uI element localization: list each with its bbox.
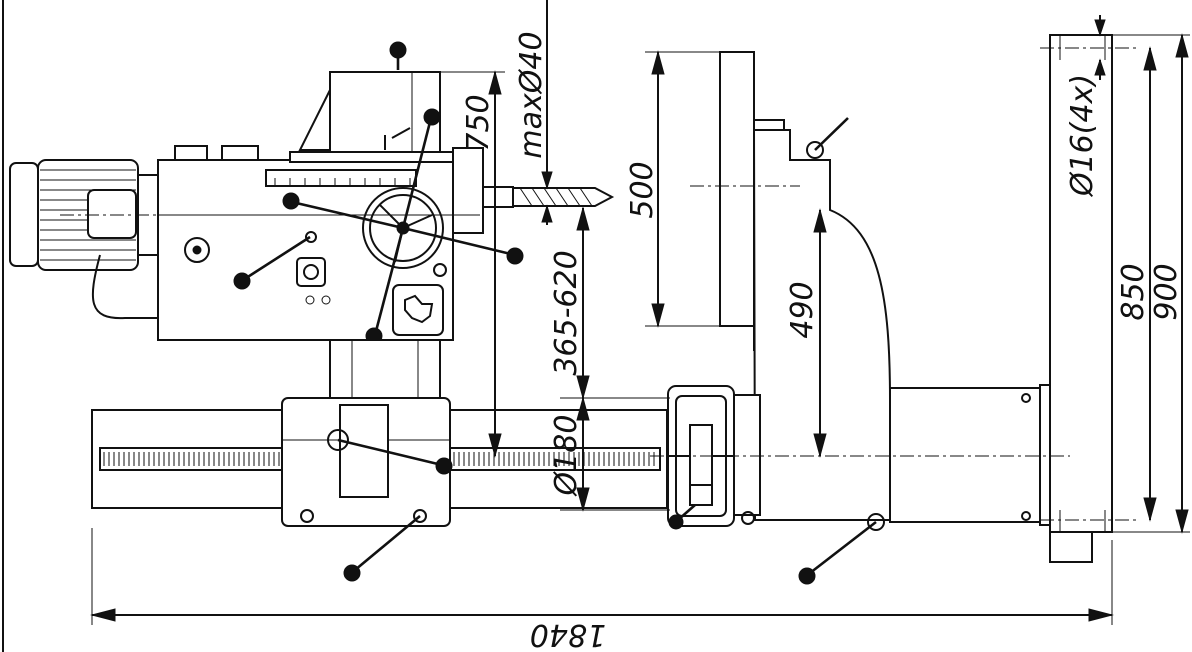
drill-head — [157, 71, 514, 341]
arm-carriage — [281, 397, 453, 582]
dim-hole-diameter: Ø16(4x) — [1065, 74, 1100, 198]
feed-handwheel — [362, 187, 444, 269]
dim-1840: 1840 — [530, 617, 606, 652]
dim-490: 490 — [785, 281, 820, 338]
base-plate — [1049, 34, 1113, 563]
base-column — [889, 384, 1056, 526]
motor — [9, 159, 168, 320]
dim-500: 500 — [625, 161, 660, 218]
center-lines — [60, 47, 1140, 521]
dim-900: 900 — [1149, 263, 1184, 320]
dim-365-620: 365-620 — [549, 250, 584, 375]
dim-max-drill-diameter: maxØ40 — [514, 31, 549, 158]
dim-column-diameter: Ø180 — [549, 415, 584, 498]
vertical-slide — [329, 339, 441, 401]
drill-bit — [512, 187, 615, 207]
dimension-lines — [90, 0, 1190, 625]
dim-850: 850 — [1116, 263, 1151, 320]
dim-750: 750 — [461, 94, 496, 151]
